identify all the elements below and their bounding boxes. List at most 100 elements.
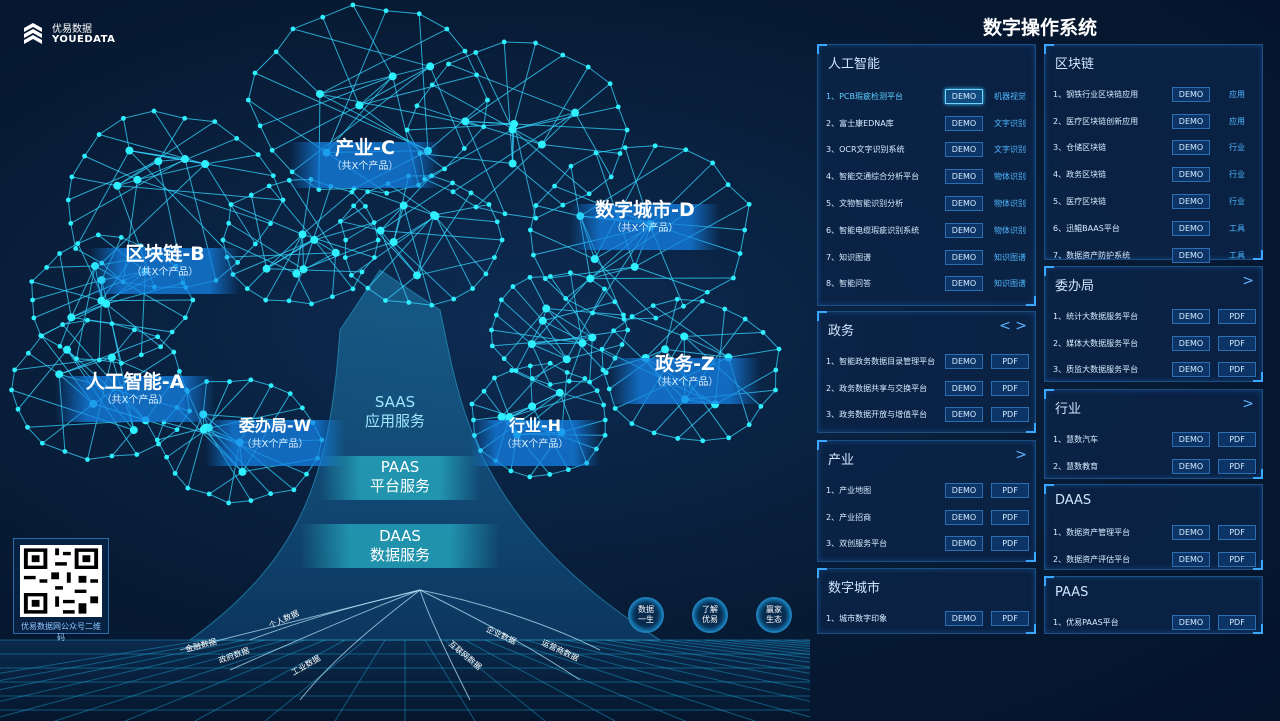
- demo-button[interactable]: DEMO: [1172, 335, 1210, 351]
- qr-code-card[interactable]: 优易数据网公众号二维码: [13, 538, 109, 642]
- product-tag[interactable]: 物体识别: [994, 172, 1026, 182]
- category-blockchain-b[interactable]: 区块链-B （共X个产品）: [90, 242, 240, 302]
- pdf-button[interactable]: PDF: [991, 407, 1029, 423]
- product-tag[interactable]: 应用: [1229, 116, 1245, 126]
- pdf-button[interactable]: PDF: [1218, 308, 1256, 324]
- demo-button[interactable]: DEMO: [1172, 86, 1210, 102]
- product-tag[interactable]: 工具: [1229, 250, 1245, 260]
- demo-button[interactable]: DEMO: [1172, 458, 1210, 474]
- demo-button[interactable]: DEMO: [945, 196, 983, 212]
- pdf-button[interactable]: PDF: [991, 610, 1029, 626]
- demo-button[interactable]: DEMO: [1172, 551, 1210, 567]
- product-tag[interactable]: 应用: [1229, 89, 1245, 99]
- category-digital-city-d[interactable]: 数字城市-D （共X个产品）: [570, 198, 720, 258]
- chevron-right-icon[interactable]: >: [1242, 396, 1254, 412]
- demo-button[interactable]: DEMO: [1172, 167, 1210, 183]
- demo-button[interactable]: DEMO: [945, 142, 983, 158]
- demo-button[interactable]: DEMO: [945, 88, 983, 104]
- saas-label[interactable]: SAAS 应用服务: [350, 393, 440, 431]
- demo-button[interactable]: DEMO: [945, 380, 983, 396]
- demo-button[interactable]: DEMO: [945, 276, 983, 292]
- daas-label[interactable]: DAAS 数据服务: [355, 527, 445, 565]
- pdf-button[interactable]: PDF: [991, 482, 1029, 498]
- product-tag[interactable]: 行业: [1229, 170, 1245, 180]
- product-tag[interactable]: 知识图谱: [994, 252, 1026, 262]
- pdf-button[interactable]: PDF: [1218, 458, 1256, 474]
- pdf-button[interactable]: PDF: [991, 380, 1029, 396]
- paas-label[interactable]: PAAS 平台服务: [355, 458, 445, 496]
- data-life-button[interactable]: 数据一生: [628, 597, 664, 633]
- category-sector-h[interactable]: 行业-H （共X个产品）: [470, 414, 600, 470]
- product-tag[interactable]: 物体识别: [994, 225, 1026, 235]
- product-tag[interactable]: 文字识别: [994, 118, 1026, 128]
- demo-button[interactable]: DEMO: [1172, 431, 1210, 447]
- demo-button[interactable]: DEMO: [1172, 220, 1210, 236]
- demo-button[interactable]: DEMO: [945, 353, 983, 369]
- category-ai-a[interactable]: 人工智能-A （共X个产品）: [55, 370, 215, 430]
- demo-button[interactable]: DEMO: [945, 249, 983, 265]
- category-government-z[interactable]: 政务-Z （共X个产品）: [610, 352, 760, 412]
- demo-button[interactable]: DEMO: [1172, 362, 1210, 378]
- demo-button[interactable]: DEMO: [945, 536, 983, 552]
- pdf-button[interactable]: PDF: [1218, 551, 1256, 567]
- product-tag[interactable]: 行业: [1229, 143, 1245, 153]
- pdf-button[interactable]: PDF: [1218, 524, 1256, 540]
- panel-nav-arrows-icon[interactable]: < >: [999, 318, 1027, 334]
- demo-button[interactable]: DEMO: [945, 482, 983, 498]
- demo-button[interactable]: DEMO: [1172, 524, 1210, 540]
- product-tag[interactable]: 知识图谱: [994, 279, 1026, 289]
- demo-button[interactable]: DEMO: [1172, 614, 1210, 630]
- demo-button[interactable]: DEMO: [945, 509, 983, 525]
- brand-logo[interactable]: 优易数据 YOUEDATA: [20, 22, 115, 48]
- about-youe-button[interactable]: 了解优易: [692, 597, 728, 633]
- product-tag[interactable]: 文字识别: [994, 145, 1026, 155]
- demo-button[interactable]: DEMO: [1172, 247, 1210, 263]
- chevron-right-icon[interactable]: >: [1242, 273, 1254, 289]
- product-tag[interactable]: 物体识别: [994, 199, 1026, 209]
- demo-button[interactable]: DEMO: [1172, 308, 1210, 324]
- demo-button[interactable]: DEMO: [945, 610, 983, 626]
- product-tag[interactable]: 机器视觉: [994, 91, 1026, 101]
- pdf-button[interactable]: PDF: [1218, 431, 1256, 447]
- pdf-button[interactable]: PDF: [1218, 362, 1256, 378]
- pdf-button[interactable]: PDF: [991, 509, 1029, 525]
- product-tag[interactable]: 行业: [1229, 197, 1245, 207]
- pdf-button[interactable]: PDF: [1218, 614, 1256, 630]
- demo-button[interactable]: DEMO: [945, 222, 983, 238]
- demo-button[interactable]: DEMO: [945, 169, 983, 185]
- category-industry-c[interactable]: 产业-C （共X个产品）: [290, 136, 440, 196]
- demo-button[interactable]: DEMO: [1172, 113, 1210, 129]
- demo-button[interactable]: DEMO: [1172, 140, 1210, 156]
- winner-ecosystem-button[interactable]: 赢家生态: [756, 597, 792, 633]
- product-tag[interactable]: 工具: [1229, 223, 1245, 233]
